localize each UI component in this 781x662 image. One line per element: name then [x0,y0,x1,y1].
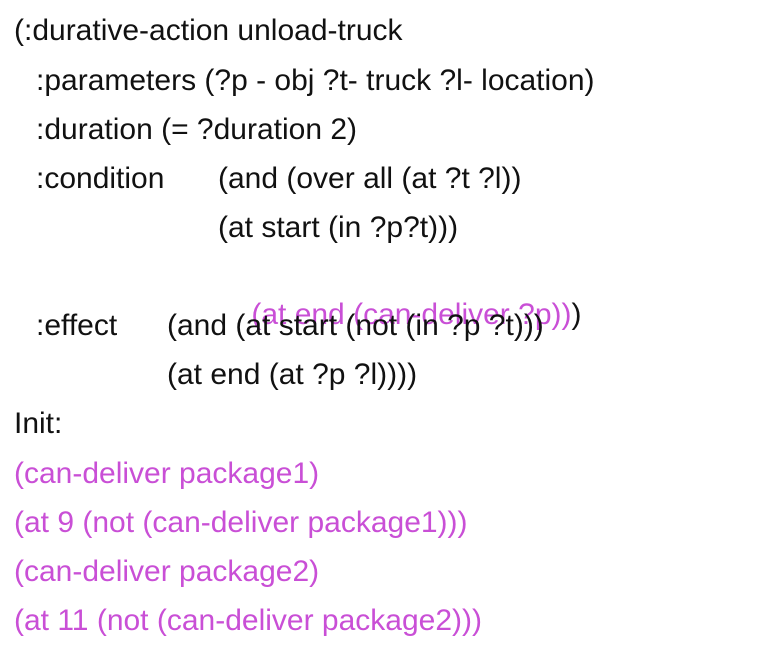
effect-label: :effect [36,309,118,342]
condition-line-1: (and (over all (at ?t ?l)) [218,162,522,195]
condition-line-3-tail: ) [571,298,582,331]
action-parameters: :parameters (?p - obj ?t- truck ?l- loca… [36,64,595,97]
effect-line-1: (and (at start (not (in ?p ?t))) [167,309,544,342]
init-fact: (at 9 (not (can-deliver package1))) [14,506,468,539]
condition-line-3-highlight: (at end (can-deliver ?p)) [251,298,572,331]
init-fact: (can-deliver package1) [14,457,320,490]
condition-label: :condition [36,162,165,195]
init-fact: (can-deliver package2) [14,555,320,588]
init-fact: (at 11 (not (can-deliver package2))) [14,604,482,637]
effect-line-2: (at end (at ?p ?l)))) [167,358,418,391]
condition-line-3: (at end (can-deliver ?p))) [218,258,582,372]
action-header: (:durative-action unload-truck [14,14,403,47]
init-label: Init: [14,407,63,440]
action-duration: :duration (= ?duration 2) [36,113,358,146]
condition-line-2: (at start (in ?p?t))) [218,211,459,244]
